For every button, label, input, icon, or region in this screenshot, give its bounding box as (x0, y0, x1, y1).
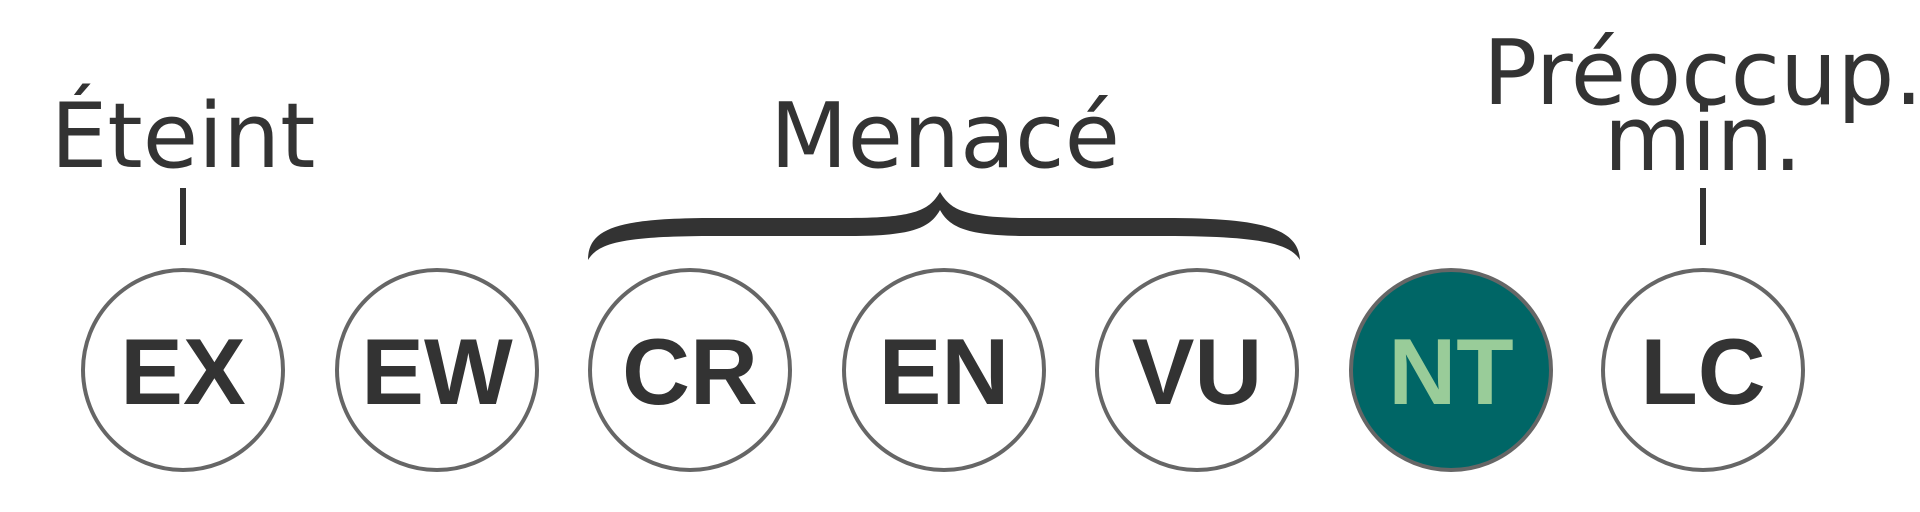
status-ew: EW (335, 268, 539, 472)
status-circle (1095, 268, 1299, 472)
status-code: VU (1132, 319, 1263, 424)
status-code: EW (361, 319, 513, 424)
status-cr: CR (588, 268, 792, 472)
label-threatened: Menacé (770, 84, 1120, 189)
label-least-concern-line1: Préoccup. (1483, 21, 1920, 126)
status-code: CR (622, 319, 758, 424)
status-circle (81, 268, 285, 472)
status-lc: LC (1601, 268, 1805, 472)
status-en: EN (842, 268, 1046, 472)
status-code: EN (879, 319, 1010, 424)
status-circle (842, 268, 1046, 472)
status-nt-selected: NT (1349, 268, 1553, 472)
status-circles: EX EW CR EN VU NT LC (81, 268, 1805, 472)
status-code: EX (120, 319, 245, 424)
status-code: LC (1640, 319, 1765, 424)
label-least-concern-line2: min. (1604, 87, 1802, 192)
status-code: NT (1388, 319, 1513, 424)
label-extinct: Éteint (51, 82, 316, 189)
status-circle-selected (1349, 268, 1553, 472)
status-ex: EX (81, 268, 285, 472)
status-circle (1601, 268, 1805, 472)
status-circle (335, 268, 539, 472)
status-circle (588, 268, 792, 472)
threatened-brace (588, 192, 1300, 260)
status-vu: VU (1095, 268, 1299, 472)
